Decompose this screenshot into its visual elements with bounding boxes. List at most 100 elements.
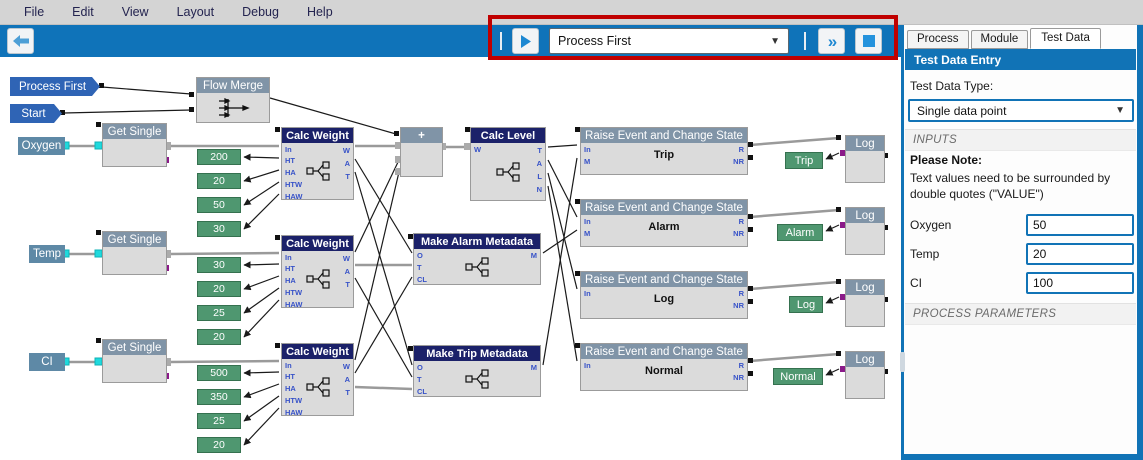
node-get-single-3[interactable]: Get Single: [102, 339, 167, 383]
merge-icon: [219, 97, 250, 118]
port-label: T: [345, 280, 350, 289]
port-label: O: [417, 363, 423, 372]
value-box[interactable]: 20: [197, 329, 241, 345]
test-data-type-dropdown[interactable]: Single data point ▼: [908, 99, 1134, 122]
tab-test-data[interactable]: Test Data: [1030, 28, 1101, 49]
panel-divider[interactable]: [901, 25, 904, 454]
badge-start[interactable]: Start: [10, 104, 62, 123]
run-target-dropdown[interactable]: Process First ▼: [549, 28, 789, 54]
node-raise-event-normal[interactable]: Raise Event and Change State In R NR Nor…: [580, 343, 748, 391]
badge-process-first[interactable]: Process First: [10, 77, 100, 96]
menu-debug[interactable]: Debug: [242, 5, 279, 19]
port-label: W: [342, 362, 350, 371]
stop-button[interactable]: [855, 28, 882, 54]
port-label: T: [417, 263, 422, 272]
edge-lines-thin: [63, 86, 840, 446]
state-label-log[interactable]: Log: [789, 296, 823, 313]
port-label: M: [530, 363, 537, 372]
right-panel: Process Module Test Data Test Data Entry…: [904, 25, 1137, 454]
flow-canvas[interactable]: Process First Start Oxygen Temp CI Flow …: [0, 57, 901, 460]
port-label: N: [536, 185, 542, 194]
menu-bar: File Edit View Layout Debug Help: [0, 0, 1143, 25]
value-box[interactable]: 350: [197, 389, 241, 405]
port-label: L: [537, 172, 542, 181]
state-label-normal[interactable]: Normal: [773, 368, 823, 385]
node-sum[interactable]: +: [400, 127, 443, 177]
split-icon: [496, 161, 520, 182]
port-label: HA: [285, 168, 296, 177]
node-raise-event-alarm[interactable]: Raise Event and Change State In M R NR A…: [580, 199, 748, 247]
value-box[interactable]: 20: [197, 437, 241, 453]
menu-view[interactable]: View: [121, 5, 149, 19]
field-label: Oxygen: [910, 218, 952, 232]
port-label: HAW: [285, 300, 303, 309]
node-calc-weight-2[interactable]: Calc Weight In HT HA HTW HAW W A T: [281, 235, 354, 309]
menu-layout[interactable]: Layout: [176, 5, 215, 19]
toolbar-separator-2: [804, 32, 806, 50]
node-get-single-2[interactable]: Get Single: [102, 231, 167, 275]
state-label-alarm[interactable]: Alarm: [777, 224, 823, 241]
oxygen-input[interactable]: [1026, 214, 1134, 236]
node-calc-weight-1[interactable]: Calc Weight In HT HA HTW HAW W A T: [281, 127, 354, 201]
port-label: HTW: [285, 396, 303, 405]
value-box[interactable]: 30: [197, 221, 241, 237]
inputs-section-header[interactable]: INPUTS: [905, 129, 1136, 151]
node-log-1[interactable]: Log: [845, 135, 885, 183]
node-calc-level[interactable]: Calc Level W T A L N: [470, 127, 546, 201]
value-box[interactable]: 500: [197, 365, 241, 381]
port-label: NR: [733, 157, 744, 166]
menu-file[interactable]: File: [24, 5, 45, 19]
node-make-alarm-metadata[interactable]: Make Alarm Metadata O T CL M: [413, 233, 541, 285]
chevron-down-icon: ▼: [770, 35, 780, 47]
node-calc-weight-3[interactable]: Calc Weight In HT HA HTW HAW W A T: [281, 343, 354, 417]
node-get-single-1[interactable]: Get Single: [102, 123, 167, 167]
back-button[interactable]: [7, 28, 34, 54]
node-log-2[interactable]: Log: [845, 207, 885, 255]
value-box[interactable]: 25: [197, 305, 241, 321]
temp-input[interactable]: [1026, 243, 1134, 265]
port-label: NR: [733, 301, 744, 310]
ci-input[interactable]: [1026, 272, 1134, 294]
test-data-entry-header: Test Data Entry: [905, 49, 1136, 70]
run-button[interactable]: [512, 28, 539, 54]
port-label: NR: [733, 373, 744, 382]
menu-help[interactable]: Help: [306, 5, 333, 19]
field-row-oxygen: Oxygen: [910, 214, 1134, 236]
port-label: A: [344, 159, 350, 168]
state-label-trip[interactable]: Trip: [785, 152, 823, 169]
toolbar-separator: [500, 32, 502, 50]
edges-layer: [60, 83, 888, 446]
tab-module[interactable]: Module: [970, 30, 1029, 49]
value-box[interactable]: 30: [197, 257, 241, 273]
node-make-trip-metadata[interactable]: Make Trip Metadata O T CL M: [413, 345, 541, 397]
node-raise-event-trip[interactable]: Raise Event and Change State In M R NR T…: [580, 127, 748, 175]
source-ci[interactable]: CI: [29, 353, 65, 371]
splitter-handle[interactable]: [900, 352, 905, 372]
menu-edit[interactable]: Edit: [72, 5, 94, 19]
chevron-down-icon: ▼: [1115, 105, 1125, 116]
port-label: O: [417, 251, 423, 260]
source-temp[interactable]: Temp: [29, 245, 65, 263]
process-parameters-header[interactable]: PROCESS PARAMETERS: [905, 303, 1136, 325]
node-log-3[interactable]: Log: [845, 279, 885, 327]
value-box[interactable]: 200: [197, 149, 241, 165]
fast-forward-icon: »: [827, 31, 838, 51]
source-oxygen[interactable]: Oxygen: [18, 137, 65, 155]
node-flow-merge[interactable]: Flow Merge: [196, 77, 270, 123]
port-label: HAW: [285, 192, 303, 201]
window-border-bottom: [901, 454, 1143, 460]
tab-process[interactable]: Process: [907, 30, 969, 49]
port-label: CL: [417, 275, 427, 284]
port-label: T: [345, 388, 350, 397]
run-continuous-button[interactable]: »: [818, 28, 845, 54]
port-label: W: [342, 254, 350, 263]
node-raise-event-log[interactable]: Raise Event and Change State In R NR Log: [580, 271, 748, 319]
value-box[interactable]: 25: [197, 413, 241, 429]
node-log-4[interactable]: Log: [845, 351, 885, 399]
port-label: HTW: [285, 180, 303, 189]
value-box[interactable]: 20: [197, 173, 241, 189]
value-box[interactable]: 50: [197, 197, 241, 213]
value-box[interactable]: 20: [197, 281, 241, 297]
split-icon: [305, 377, 330, 397]
